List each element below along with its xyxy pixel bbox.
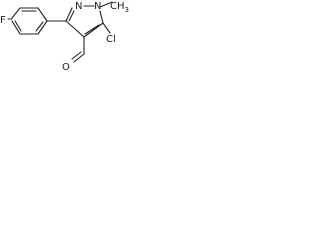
ring-double-bond	[35, 21, 44, 32]
ring-bond	[83, 22, 104, 38]
ring-bond	[65, 20, 85, 38]
ring-bond	[65, 7, 73, 22]
aldehyde-oxygen-label: O	[62, 62, 70, 73]
nitrogen-2-label: N	[75, 1, 82, 12]
nitrogen-1-label: N	[94, 1, 101, 12]
c-chlorine-bond	[102, 22, 111, 34]
ring-double-bond	[84, 24, 100, 35]
ring-double-bond	[14, 20, 22, 32]
formyl-bond	[73, 53, 85, 63]
pyrazole-ring	[65, 5, 104, 38]
n-methyl-bond	[99, 1, 113, 8]
chlorine-label: Cl	[106, 34, 116, 45]
ring-bond	[99, 10, 104, 24]
ring-bond	[37, 7, 48, 22]
methyl-text: CH	[110, 1, 125, 12]
methyl-subscript: 3	[125, 6, 129, 14]
ring-bond	[11, 7, 21, 19]
fluorine-label: F	[0, 15, 6, 26]
structure-diagram: F N N CH3 Cl O	[0, 1, 129, 73]
formyl-double-bond	[71, 51, 82, 60]
methyl-label: CH3	[110, 1, 129, 14]
fluorophenyl-ring	[11, 7, 48, 35]
ring-double-bond	[68, 10, 75, 22]
ring-bond	[11, 20, 21, 35]
ring-bond	[37, 20, 48, 35]
